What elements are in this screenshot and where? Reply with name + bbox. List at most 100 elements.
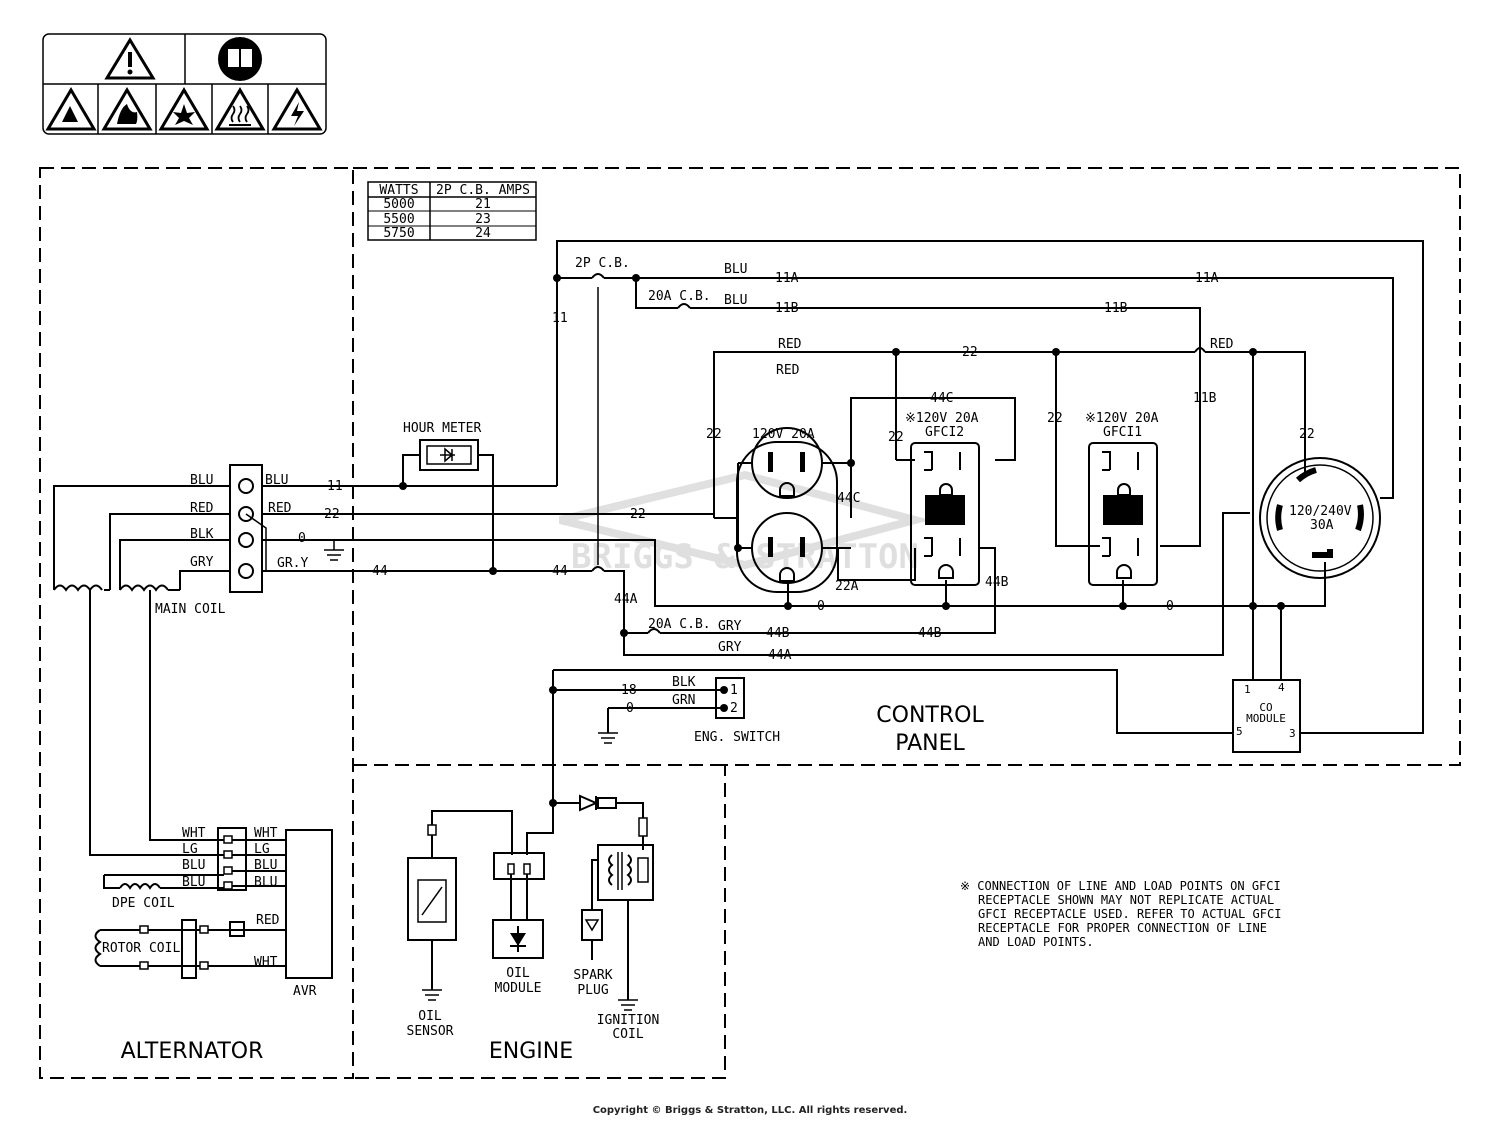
label-pin1: 1 — [730, 683, 738, 698]
label-blk: BLK — [190, 527, 214, 542]
eng-switch-label: ENG. SWITCH — [694, 730, 780, 745]
co-module-label-1: CO — [1259, 701, 1272, 714]
label-11-vertical: 11 — [552, 311, 568, 326]
hour-meter — [419, 439, 479, 471]
co-module — [1232, 679, 1301, 753]
label-44b: 44B — [985, 575, 1009, 590]
label-44c: 44C — [930, 391, 953, 406]
electric-shock-icon — [271, 87, 323, 131]
label-wht: WHT — [254, 955, 278, 970]
hot-surface-icon — [214, 87, 266, 131]
label-11b: 11B — [1104, 301, 1128, 316]
label-22-vertical: 22 — [1047, 411, 1063, 426]
label-22: 22 — [630, 507, 646, 522]
label-lg: LG — [182, 842, 198, 857]
table-header-amps: 2P C.B. AMPS — [436, 183, 530, 198]
ignition-coil-label-2: COIL — [612, 1027, 643, 1042]
gfci1-name-label: GFCI1 — [1103, 425, 1142, 440]
spark-plug-label-2: PLUG — [577, 983, 608, 998]
copyright-text: Copyright © Briggs & Stratton, LLC. All … — [592, 1105, 908, 1116]
cb-20a-top-label: 20A C.B. — [648, 289, 711, 304]
table-cell: 23 — [475, 212, 491, 227]
terminal-block — [229, 464, 263, 593]
label-blu-11b: BLU — [724, 293, 747, 308]
co-pin4: 4 — [1278, 681, 1285, 694]
engine-wiring — [407, 794, 654, 1011]
avr-label: AVR — [293, 984, 317, 999]
label-44: 44 — [372, 564, 388, 579]
label-wht: WHT — [254, 826, 278, 841]
label-22: 22 — [324, 507, 340, 522]
note-line: RECEPTACLE SHOWN MAY NOT REPLICATE ACTUA… — [978, 893, 1274, 907]
junction-dots — [399, 274, 1285, 807]
label-gry: GRY — [718, 619, 742, 634]
co-pin5: 5 — [1236, 725, 1243, 738]
gfci2-rating-label: ※120V 20A — [905, 411, 979, 426]
label-11a: 11A — [1195, 271, 1219, 286]
co-pin3: 3 — [1289, 727, 1296, 740]
watermark-text: BRIGGS & STRATTON — [571, 537, 919, 577]
cb-20a-bottom-label: 20A C.B. — [648, 617, 711, 632]
co-module-label-2: MODULE — [1246, 712, 1286, 725]
table-cell: 24 — [475, 226, 491, 241]
label-18: 18 — [621, 683, 637, 698]
read-manual-icon — [218, 37, 262, 81]
label-blu-11a: BLU — [724, 262, 747, 277]
label-22-vertical: 22 — [1299, 427, 1315, 442]
watts-table: WATTS 2P C.B. AMPS 5000 21 5500 23 5750 … — [367, 181, 537, 241]
table-cell: 5500 — [383, 212, 414, 227]
note-line: ※ CONNECTION OF LINE AND LOAD POINTS ON … — [960, 879, 1281, 893]
dpe-coil-label: DPE COIL — [112, 896, 175, 911]
hour-meter-label: HOUR METER — [403, 421, 481, 436]
label-blu: BLU — [254, 858, 277, 873]
twist-lock-rating: 120/240V — [1289, 504, 1352, 519]
eng-switch — [715, 677, 745, 719]
alternator-section-label: ALTERNATOR — [121, 1039, 264, 1064]
control-panel-label-2: PANEL — [895, 731, 965, 756]
label-blu: BLU — [182, 858, 205, 873]
label-0: 0 — [1166, 599, 1174, 614]
gfci2-name-label: GFCI2 — [925, 425, 964, 440]
oil-sensor-label-2: SENSOR — [407, 1024, 454, 1039]
rotor-coil-label: ROTOR COIL — [102, 941, 180, 956]
label-22-vertical: 22 — [706, 427, 722, 442]
label-44a: 44A — [768, 648, 792, 663]
table-cell: 21 — [475, 197, 491, 212]
oil-module-label-2: MODULE — [495, 981, 542, 996]
cb-2p-label: 2P C.B. — [575, 256, 630, 271]
label-22: 22 — [962, 345, 978, 360]
gfci-note: ※ CONNECTION OF LINE AND LOAD POINTS ON … — [960, 879, 1281, 949]
label-gry-dot: GR.Y — [277, 556, 308, 571]
label-red-right: RED — [268, 501, 292, 516]
label-11: 11 — [327, 479, 343, 494]
label-blu-right: BLU — [265, 473, 288, 488]
note-line: RECEPTACLE FOR PROPER CONNECTION OF LINE — [978, 921, 1267, 935]
label-0: 0 — [817, 599, 825, 614]
duplex-rating-label: 120V 20A — [752, 427, 815, 442]
avr-box — [285, 829, 333, 979]
label-22-vertical: 22 — [888, 430, 904, 445]
label-gry: GRY — [190, 555, 214, 570]
briggs-watermark: BRIGGS & STRATTON — [559, 470, 931, 577]
component-labels: HOUR METER MAIN COIL DPE COIL ROTOR COIL… — [102, 256, 1352, 1042]
label-red-left: RED — [190, 501, 214, 516]
table-header-watts: WATTS — [379, 183, 418, 198]
gfci1-receptacle — [1088, 442, 1158, 586]
label-grn: GRN — [672, 693, 695, 708]
label-44a: 44A — [614, 592, 638, 607]
label-44b: 44B — [918, 626, 942, 641]
label-22a: 22A — [835, 579, 859, 594]
alternator-wiring — [53, 485, 333, 979]
note-line: AND LOAD POINTS. — [978, 935, 1094, 949]
twist-lock-amps: 30A — [1310, 518, 1334, 533]
explosion-hazard-icon — [158, 87, 210, 131]
wire-labels: BLU BLU RED RED BLK 0 GRY GR.Y 11 22 44 … — [182, 262, 1315, 970]
label-lg: LG — [254, 842, 270, 857]
label-44: 44 — [552, 564, 568, 579]
gfci1-rating-label: ※120V 20A — [1085, 411, 1159, 426]
label-0: 0 — [298, 531, 306, 546]
safety-symbols-panel — [42, 33, 327, 135]
label-11b-vertical: 11B — [1193, 391, 1217, 406]
label-0: 0 — [626, 701, 634, 716]
co-pin1: 1 — [1244, 683, 1251, 696]
